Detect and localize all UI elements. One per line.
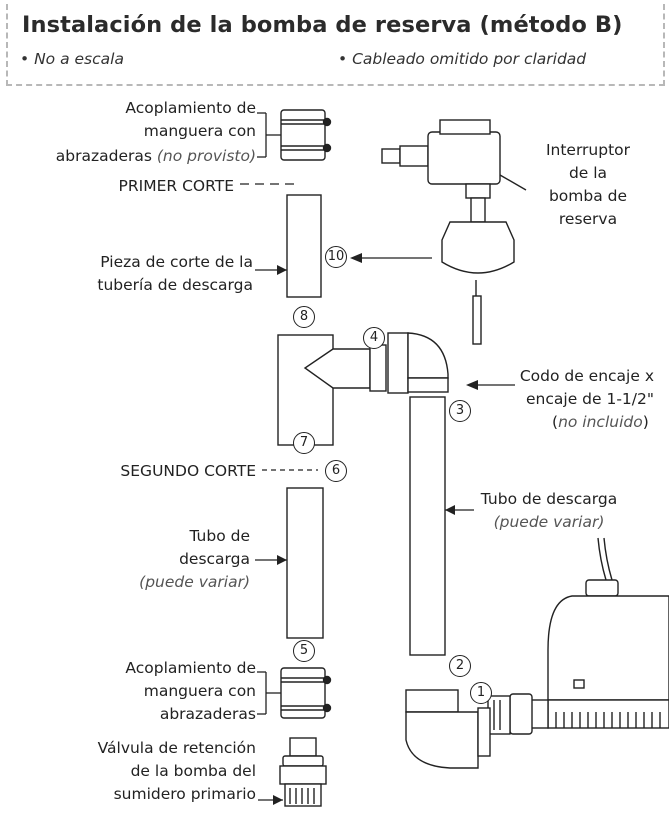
backup-switch: [381, 119, 527, 345]
backup-pump: [487, 537, 669, 735]
step-number-5: 5: [293, 640, 315, 662]
cut-piece-line1: Pieza de corte de la: [100, 253, 253, 271]
elbow-label-line3: (no incluido): [552, 413, 649, 431]
diagram-title: Instalación de la bomba de reserva (méto…: [22, 12, 623, 38]
elbow-label-line2: encaje de 1-1/2": [526, 390, 654, 408]
discharge-left-line1: Tubo de: [189, 527, 250, 545]
header-box: [6, 4, 665, 86]
valve-label-line3: sumidero primario: [113, 785, 256, 803]
step-number-1: 1: [470, 682, 492, 704]
switch-label-line4: reserva: [558, 210, 618, 228]
second-cut-label: SEGUNDO CORTE: [120, 462, 256, 480]
check-valve: [279, 737, 327, 807]
switch-label-line1: Interruptor: [545, 141, 631, 159]
coupling-top-line2: manguera con: [143, 122, 256, 140]
step-number-4: 4: [363, 327, 385, 349]
cut-piece-pipe: [286, 194, 322, 298]
switch-label-line2: de la: [568, 164, 608, 182]
step-number-3: 3: [449, 400, 471, 422]
elbow-note: no incluido: [558, 413, 643, 431]
discharge-left-line2: descarga: [179, 550, 250, 568]
switch-label-line3: bomba de: [548, 187, 628, 205]
step-number-2: 2: [449, 655, 471, 677]
cut-piece-line2: tubería de descarga: [97, 276, 253, 294]
valve-label-line1: Válvula de retención: [97, 739, 256, 757]
coupling-top-note: (no provisto): [156, 147, 256, 165]
elbow-label-line1: Codo de encaje x: [519, 367, 654, 385]
first-cut-label: PRIMER CORTE: [118, 177, 234, 195]
step-number-10: 10: [325, 246, 347, 268]
discharge-left-note: (puede variar): [139, 573, 250, 591]
coupling-bottom-line3: abrazaderas: [159, 705, 256, 723]
discharge-right-note: (puede variar): [493, 513, 605, 531]
discharge-right-line1: Tubo de descarga: [480, 490, 618, 508]
coupling-top-line3: abrazaderas (no provisto): [55, 147, 256, 165]
coupling-bottom-line2: manguera con: [143, 682, 256, 700]
elbow-fitting: [387, 332, 449, 394]
valve-label-line2: de la bomba del: [130, 762, 256, 780]
step-number-8: 8: [293, 306, 315, 328]
step-number-6: 6: [325, 460, 347, 482]
note-scale: • No a escala: [20, 50, 124, 68]
hose-coupling-bottom: [280, 667, 332, 719]
hose-coupling-top: [280, 109, 332, 161]
discharge-pipe-left: [286, 487, 324, 639]
discharge-pipe-right: [409, 396, 446, 656]
tee-fitting: [277, 334, 387, 446]
coupling-top-line1: Acoplamiento de: [125, 99, 256, 117]
note-wiring: • Cableado omitido por claridad: [338, 50, 587, 68]
step-number-7: 7: [293, 432, 315, 454]
coupling-bottom-line1: Acoplamiento de: [125, 659, 256, 677]
bottom-elbow: [405, 689, 491, 769]
